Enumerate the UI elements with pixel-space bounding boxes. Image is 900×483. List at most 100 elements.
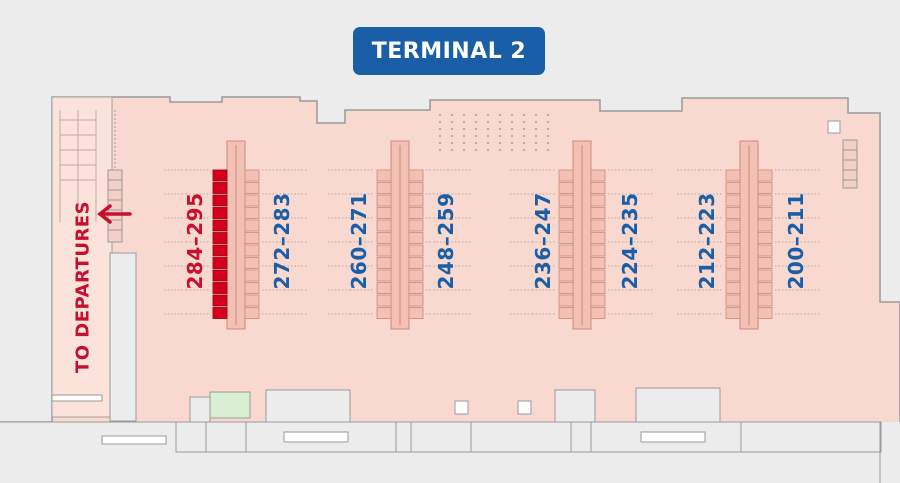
seat-dot bbox=[438, 113, 442, 117]
counter-desk bbox=[725, 294, 741, 307]
seat-dot bbox=[510, 113, 514, 117]
counter-desk bbox=[725, 219, 741, 232]
seat-dot bbox=[534, 141, 538, 145]
left-walkway bbox=[59, 110, 97, 222]
seat-dot bbox=[498, 120, 502, 124]
counter-range-label[interactable]: 248–259 bbox=[434, 192, 458, 290]
right-stair bbox=[842, 139, 858, 189]
counter-desk bbox=[244, 207, 260, 219]
counter-desk bbox=[757, 244, 773, 257]
seat-dot bbox=[474, 120, 478, 124]
counter-desk bbox=[757, 257, 773, 269]
counter-desk bbox=[725, 169, 741, 182]
counter-desk bbox=[590, 294, 606, 307]
seat-dot bbox=[498, 148, 502, 152]
counter-island bbox=[328, 140, 472, 330]
counter-range-label[interactable]: 224–235 bbox=[618, 192, 642, 290]
seat-dot bbox=[534, 127, 538, 131]
counter-desk bbox=[558, 219, 574, 232]
counter-range-label[interactable]: 260–271 bbox=[347, 192, 371, 290]
seat-dot bbox=[462, 127, 466, 131]
counter-range-label[interactable]: 200–211 bbox=[784, 192, 808, 290]
seat-dot bbox=[474, 113, 478, 117]
counter-island bbox=[164, 140, 308, 330]
counter-desk bbox=[558, 207, 574, 219]
seat-dot bbox=[486, 113, 490, 117]
counter-desk bbox=[558, 182, 574, 194]
seat-dot bbox=[450, 148, 454, 152]
counter-desk bbox=[757, 182, 773, 194]
counter-desk-highlighted bbox=[212, 194, 228, 207]
seat-dot bbox=[522, 120, 526, 124]
counter-desk-highlighted bbox=[212, 269, 228, 282]
seat-dot bbox=[510, 134, 514, 138]
seat-dot bbox=[462, 120, 466, 124]
seating-area bbox=[438, 113, 550, 152]
seat-dot bbox=[498, 141, 502, 145]
counter-desk bbox=[376, 194, 392, 207]
counter-desk bbox=[408, 257, 424, 269]
seat-dot bbox=[474, 148, 478, 152]
counter-desk bbox=[558, 232, 574, 244]
seat-dot bbox=[546, 141, 550, 145]
counter-desk bbox=[408, 294, 424, 307]
counter-range-label[interactable]: 236–247 bbox=[531, 192, 555, 290]
counter-desk bbox=[725, 282, 741, 294]
terminal-title: TERMINAL 2 bbox=[353, 27, 545, 75]
seat-dot bbox=[522, 127, 526, 131]
counter-desk bbox=[244, 307, 260, 319]
counter-desk bbox=[725, 269, 741, 282]
counter-desk bbox=[757, 282, 773, 294]
counter-desk bbox=[757, 307, 773, 319]
counter-desk bbox=[590, 219, 606, 232]
departures-label[interactable]: TO DEPARTURES bbox=[72, 200, 94, 374]
counter-desk bbox=[244, 194, 260, 207]
counter-desk-highlighted bbox=[212, 294, 228, 307]
counter-desk bbox=[408, 169, 424, 182]
seat-dot bbox=[498, 134, 502, 138]
counter-desk bbox=[244, 182, 260, 194]
seat-dot bbox=[438, 127, 442, 131]
counter-desk bbox=[244, 244, 260, 257]
counter-desk-highlighted bbox=[212, 169, 228, 182]
seat-dot bbox=[522, 113, 526, 117]
counter-desk bbox=[408, 182, 424, 194]
seat-dot bbox=[546, 127, 550, 131]
counter-desk bbox=[376, 269, 392, 282]
counter-desk bbox=[244, 294, 260, 307]
counter-range-label[interactable]: 212–223 bbox=[695, 192, 719, 290]
counter-desk bbox=[590, 169, 606, 182]
seat-dot bbox=[510, 127, 514, 131]
seat-dot bbox=[450, 113, 454, 117]
counter-desk bbox=[725, 207, 741, 219]
seat-dot bbox=[522, 141, 526, 145]
seat-dot bbox=[486, 134, 490, 138]
counter-desk bbox=[376, 257, 392, 269]
seat-dot bbox=[510, 141, 514, 145]
seat-dot bbox=[498, 127, 502, 131]
seat-dot bbox=[486, 120, 490, 124]
counter-desk-highlighted bbox=[212, 244, 228, 257]
seat-dot bbox=[546, 148, 550, 152]
counter-range-label-highlighted[interactable]: 284–295 bbox=[183, 192, 207, 290]
seat-dot bbox=[522, 134, 526, 138]
counter-desk-highlighted bbox=[212, 257, 228, 269]
seat-dot bbox=[510, 120, 514, 124]
counter-desk bbox=[376, 244, 392, 257]
counter-desk bbox=[725, 182, 741, 194]
seat-dot bbox=[534, 120, 538, 124]
counter-desk bbox=[376, 219, 392, 232]
counter-desk-highlighted bbox=[212, 219, 228, 232]
counter-island bbox=[677, 140, 821, 330]
counter-desk bbox=[408, 194, 424, 207]
seat-dot bbox=[486, 148, 490, 152]
seat-dot bbox=[450, 134, 454, 138]
seat-dot bbox=[462, 148, 466, 152]
counter-desk bbox=[376, 282, 392, 294]
counter-desk bbox=[590, 307, 606, 319]
seat-dot bbox=[450, 120, 454, 124]
counter-desk bbox=[376, 294, 392, 307]
counter-desk bbox=[590, 207, 606, 219]
counter-desk-highlighted bbox=[212, 207, 228, 219]
counter-range-label[interactable]: 272–283 bbox=[270, 192, 294, 290]
